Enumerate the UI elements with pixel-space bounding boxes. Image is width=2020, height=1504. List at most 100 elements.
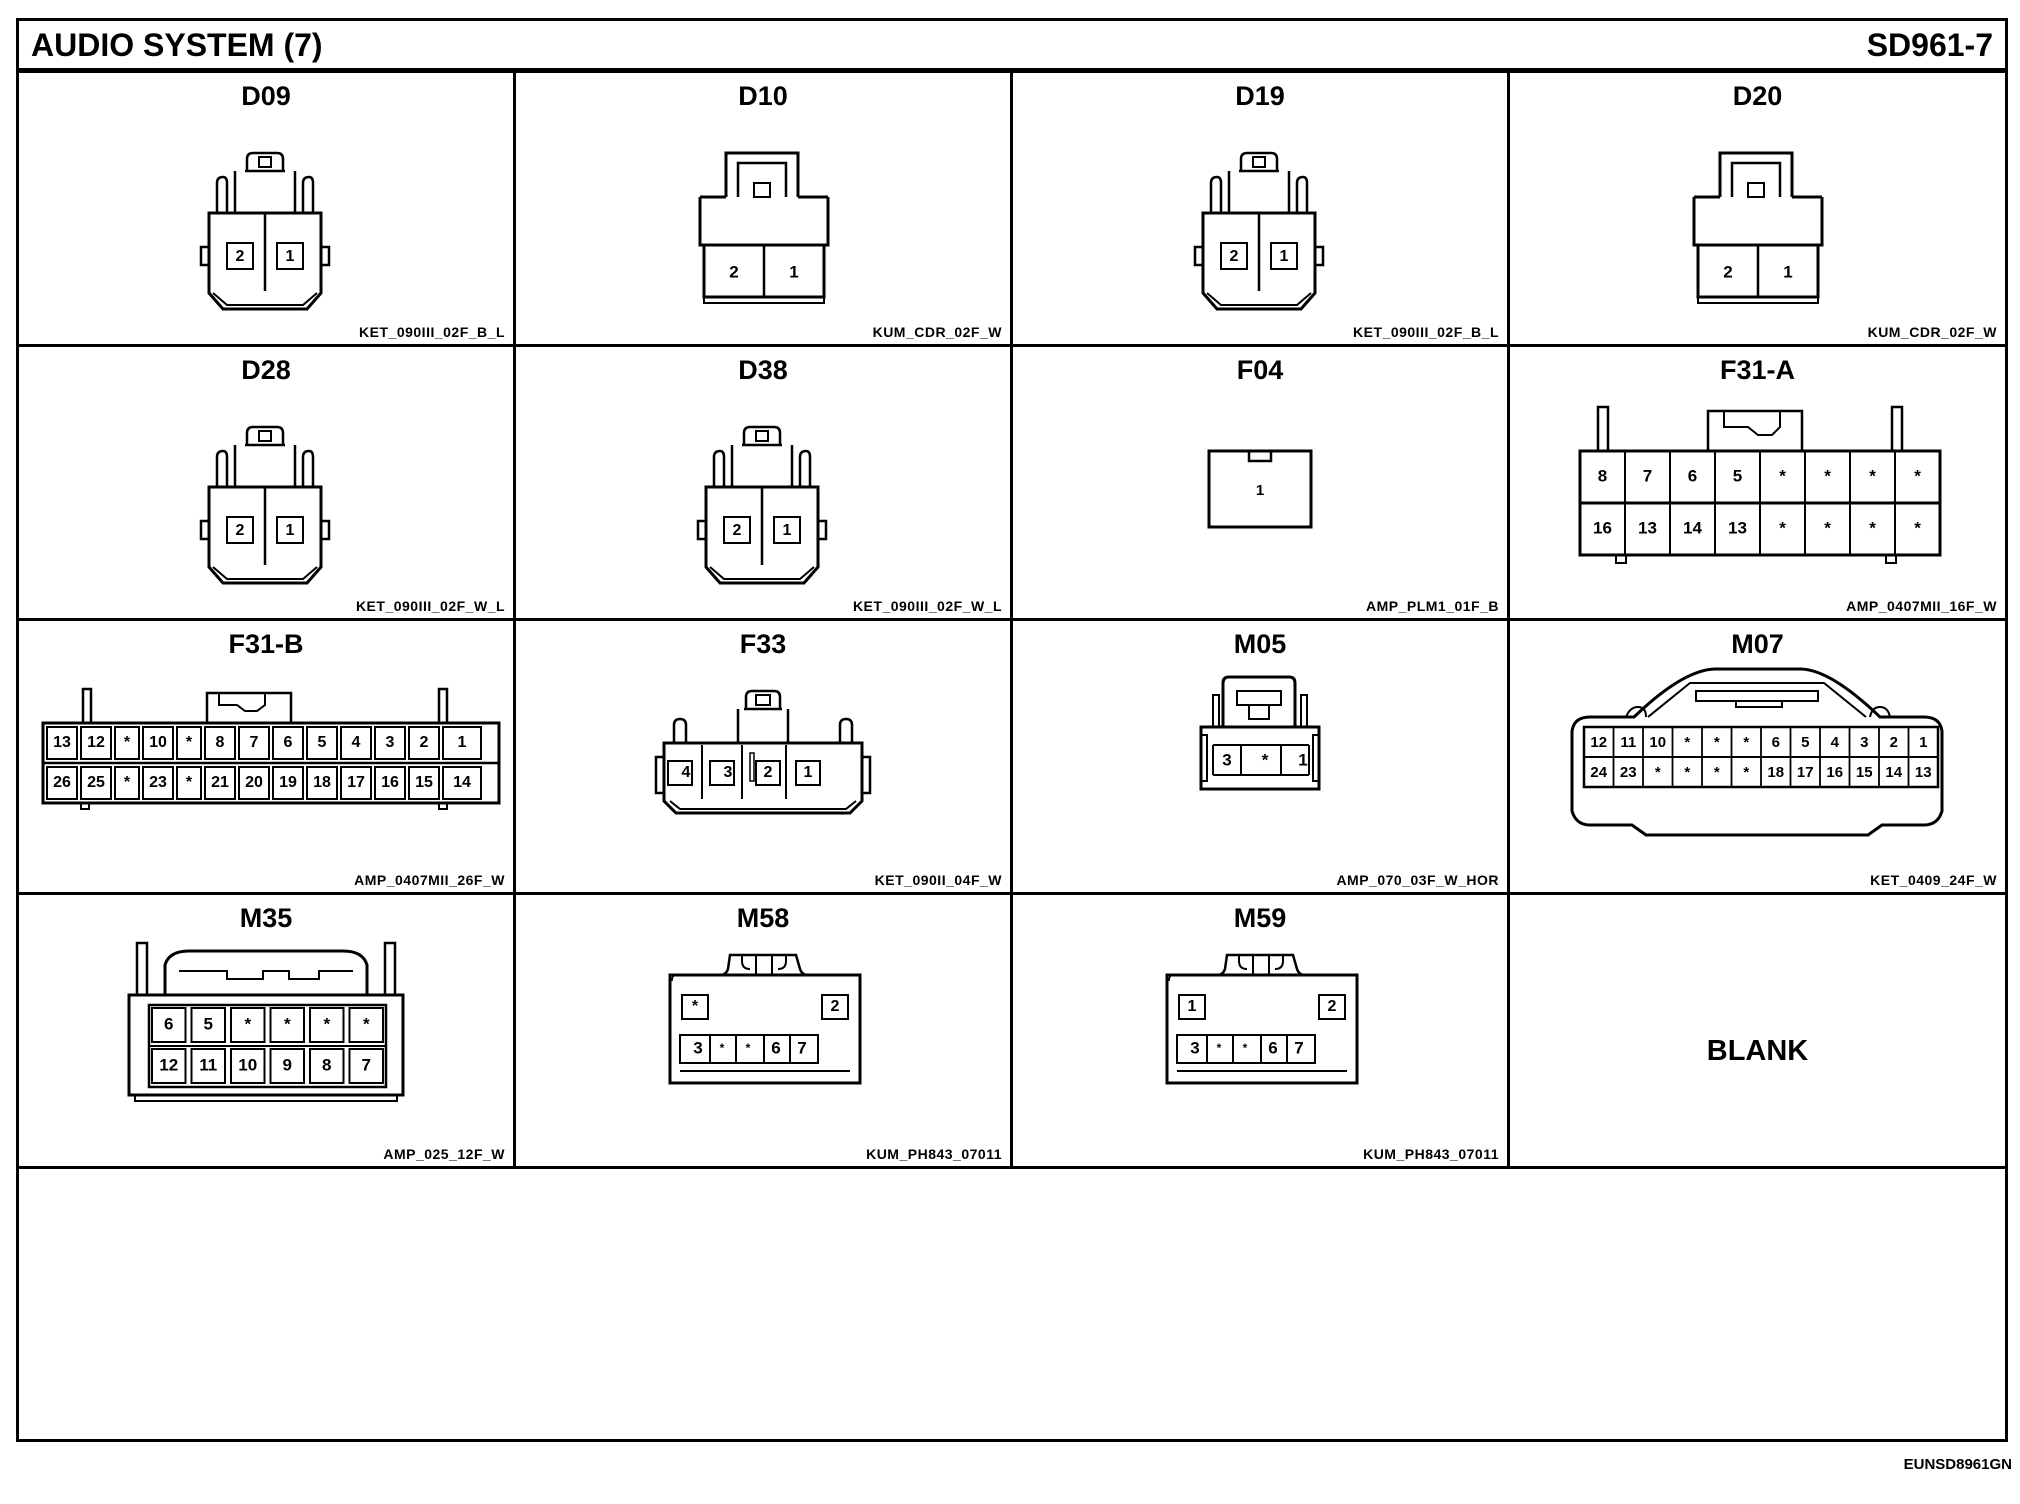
pin-label: 1 — [286, 248, 295, 265]
pin-label: 25 — [87, 774, 105, 791]
pin-label: * — [1779, 466, 1786, 485]
pin-label: 8 — [216, 734, 225, 751]
pin-label: 16 — [1826, 764, 1843, 781]
pin-label: 17 — [347, 774, 365, 791]
connector-type: KUM_PH843_07011 — [866, 1146, 1002, 1162]
connector-id: D20 — [1732, 81, 1783, 111]
pin-label: 2 — [1723, 262, 1732, 281]
connector-id: D19 — [1235, 81, 1285, 111]
pin-label: 18 — [313, 774, 331, 791]
pin-label: * — [692, 998, 699, 1015]
connector-type: AMP_0407MII_26F_W — [354, 872, 505, 888]
pin-label: 12 — [87, 734, 105, 751]
pin-label: 1 — [1783, 262, 1792, 281]
pin-label: 3 — [1190, 1038, 1199, 1057]
pin-label: 14 — [1885, 764, 1902, 781]
connector-type: KET_090II_04F_W — [874, 872, 1002, 888]
connector-id: F31-A — [1719, 355, 1795, 385]
blank-cell: BLANK — [1510, 895, 2005, 1169]
pin-label: 1 — [804, 764, 813, 781]
pin-label: * — [1869, 466, 1876, 485]
pin-label: 4 — [1831, 734, 1840, 751]
pin-label: 1 — [1256, 482, 1264, 499]
connector-type: AMP_070_03F_W_HOR — [1336, 872, 1499, 888]
pin-label: 1 — [783, 522, 792, 539]
connector-type: KET_090III_02F_B_L — [1353, 324, 1499, 340]
pin-label: 19 — [279, 774, 297, 791]
footer-code: EUNSD8961GN — [1903, 1456, 2012, 1473]
connector-id: M07 — [1731, 629, 1784, 659]
pin-label: 2 — [764, 764, 773, 781]
pin-label: 13 — [53, 734, 71, 751]
pin-label: 13 — [1728, 518, 1747, 537]
pin-label: 3 — [1222, 750, 1231, 769]
pin-label: 5 — [204, 1014, 213, 1033]
pin-label: 10 — [1649, 734, 1666, 751]
pin-label: 2 — [733, 522, 742, 539]
pin-label: 4 — [682, 764, 691, 781]
pin-label: * — [1684, 734, 1690, 751]
pin-label: 1 — [1919, 734, 1927, 751]
pin-label: * — [1714, 734, 1720, 751]
pin-label: 3 — [693, 1038, 702, 1057]
pin-label: 10 — [238, 1055, 257, 1074]
connector-id: F04 — [1236, 355, 1284, 385]
pin-label: * — [1824, 518, 1831, 537]
pin-label: 1 — [286, 522, 295, 539]
pin-label: 6 — [1688, 466, 1697, 485]
connector-type: KET_0409_24F_W — [1870, 872, 1997, 888]
connector-drawing: 3 * 1 — [1199, 675, 1321, 791]
pin-label: 8 — [1598, 466, 1607, 485]
pin-label: 26 — [53, 774, 71, 791]
connector-type: KUM_PH843_07011 — [1363, 1146, 1499, 1162]
pin-label: * — [1655, 764, 1661, 781]
pin-label: 3 — [724, 764, 733, 781]
connector-type: KUM_CDR_02F_W — [1867, 324, 1997, 340]
pin-label: 3 — [386, 734, 395, 751]
pin-label: * — [1714, 764, 1720, 781]
sheet-header: AUDIO SYSTEM (7) SD961-7 — [19, 21, 2005, 73]
pin-label: 7 — [250, 734, 259, 751]
connector-type: AMP_PLM1_01F_B — [1365, 598, 1499, 614]
pin-label: 1 — [1298, 750, 1307, 769]
connector-id: D09 — [241, 81, 291, 111]
pin-label: 13 — [1915, 764, 1932, 781]
pin-label: * — [1743, 764, 1749, 781]
pin-label: 11 — [199, 1055, 217, 1074]
pin-label: 10 — [149, 734, 167, 751]
pin-label: 7 — [362, 1055, 371, 1074]
pin-label: * — [363, 1014, 370, 1033]
pin-label: 2 — [1230, 248, 1239, 265]
pin-label: * — [1217, 1041, 1222, 1055]
pin-label: 24 — [1590, 764, 1607, 781]
pin-label: 15 — [1856, 764, 1873, 781]
pin-label: 2 — [420, 734, 429, 751]
pin-label: 2 — [1890, 734, 1898, 751]
pin-label: 8 — [322, 1055, 331, 1074]
pin-label: 5 — [318, 734, 327, 751]
pin-label: * — [284, 1014, 291, 1033]
connector-type: KUM_CDR_02F_W — [872, 324, 1002, 340]
connector-id: F33 — [739, 629, 787, 659]
pin-label: 1 — [458, 734, 467, 751]
connector-type: KET_090III_02F_W_L — [355, 598, 505, 614]
connector-type: KET_090III_02F_B_L — [359, 324, 505, 340]
pin-label: * — [1262, 750, 1269, 769]
pin-label: 18 — [1767, 764, 1784, 781]
pin-label: * — [746, 1041, 751, 1055]
pin-label: * — [1779, 518, 1786, 537]
